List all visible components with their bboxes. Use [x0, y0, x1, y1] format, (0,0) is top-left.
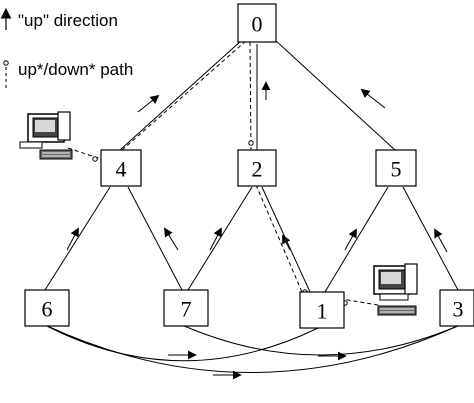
node-label: 1 — [317, 299, 328, 324]
up-arrow-icon — [137, 94, 160, 113]
up-arrow-icon — [66, 227, 79, 251]
node-label: 4 — [116, 157, 127, 182]
edge-0-4 — [119, 39, 243, 151]
node-label: 7 — [181, 297, 192, 322]
up-arrow-icon — [282, 234, 291, 251]
legend-path-marker-icon — [3, 60, 9, 66]
edge-2-1 — [261, 186, 311, 293]
up-arrow-icon — [434, 228, 448, 253]
path-marker-icon — [248, 140, 254, 146]
path-0-to-2 — [249, 41, 252, 151]
path-2-to-1 — [255, 184, 303, 293]
link-6-3 — [44, 324, 461, 373]
edge-4-7 — [127, 186, 183, 291]
node-2: 2 — [237, 149, 277, 187]
link-6-1 — [44, 324, 319, 362]
up-direction-arrows — [66, 81, 448, 380]
node-1: 1 — [299, 291, 345, 329]
edge-5-1 — [324, 186, 389, 293]
computer-icon — [19, 111, 73, 160]
node-label: 2 — [252, 157, 263, 182]
node-3: 3 — [439, 289, 474, 327]
cross-links — [44, 324, 461, 373]
edge-0-5 — [274, 39, 396, 151]
node-5: 5 — [375, 149, 417, 187]
node-label: 6 — [42, 297, 53, 322]
edge-5-3 — [402, 186, 459, 291]
node-4: 4 — [100, 149, 142, 187]
node-label: 0 — [252, 12, 263, 37]
path-4-to-0 — [121, 39, 248, 151]
path-marker-icon — [92, 156, 98, 162]
node-label: 3 — [453, 297, 464, 322]
link-7-3 — [181, 324, 461, 356]
up-arrow-icon — [164, 227, 179, 251]
edge-4-6 — [44, 186, 111, 291]
tree-edges — [44, 39, 459, 293]
legend: "up" direction up*/down* path — [0, 7, 133, 88]
up-arrow-icon — [344, 228, 357, 251]
up-arrow-icon — [209, 227, 222, 251]
computer-icon — [373, 263, 418, 316]
legend-path-label: up*/down* path — [18, 60, 133, 79]
up-arrow-icon — [360, 88, 386, 109]
legend-up-label: "up" direction — [18, 11, 118, 30]
edge-2-7 — [187, 186, 253, 291]
node-label: 5 — [391, 157, 402, 182]
node-0: 0 — [237, 3, 277, 43]
node-7: 7 — [163, 289, 209, 327]
node-6: 6 — [24, 289, 70, 327]
